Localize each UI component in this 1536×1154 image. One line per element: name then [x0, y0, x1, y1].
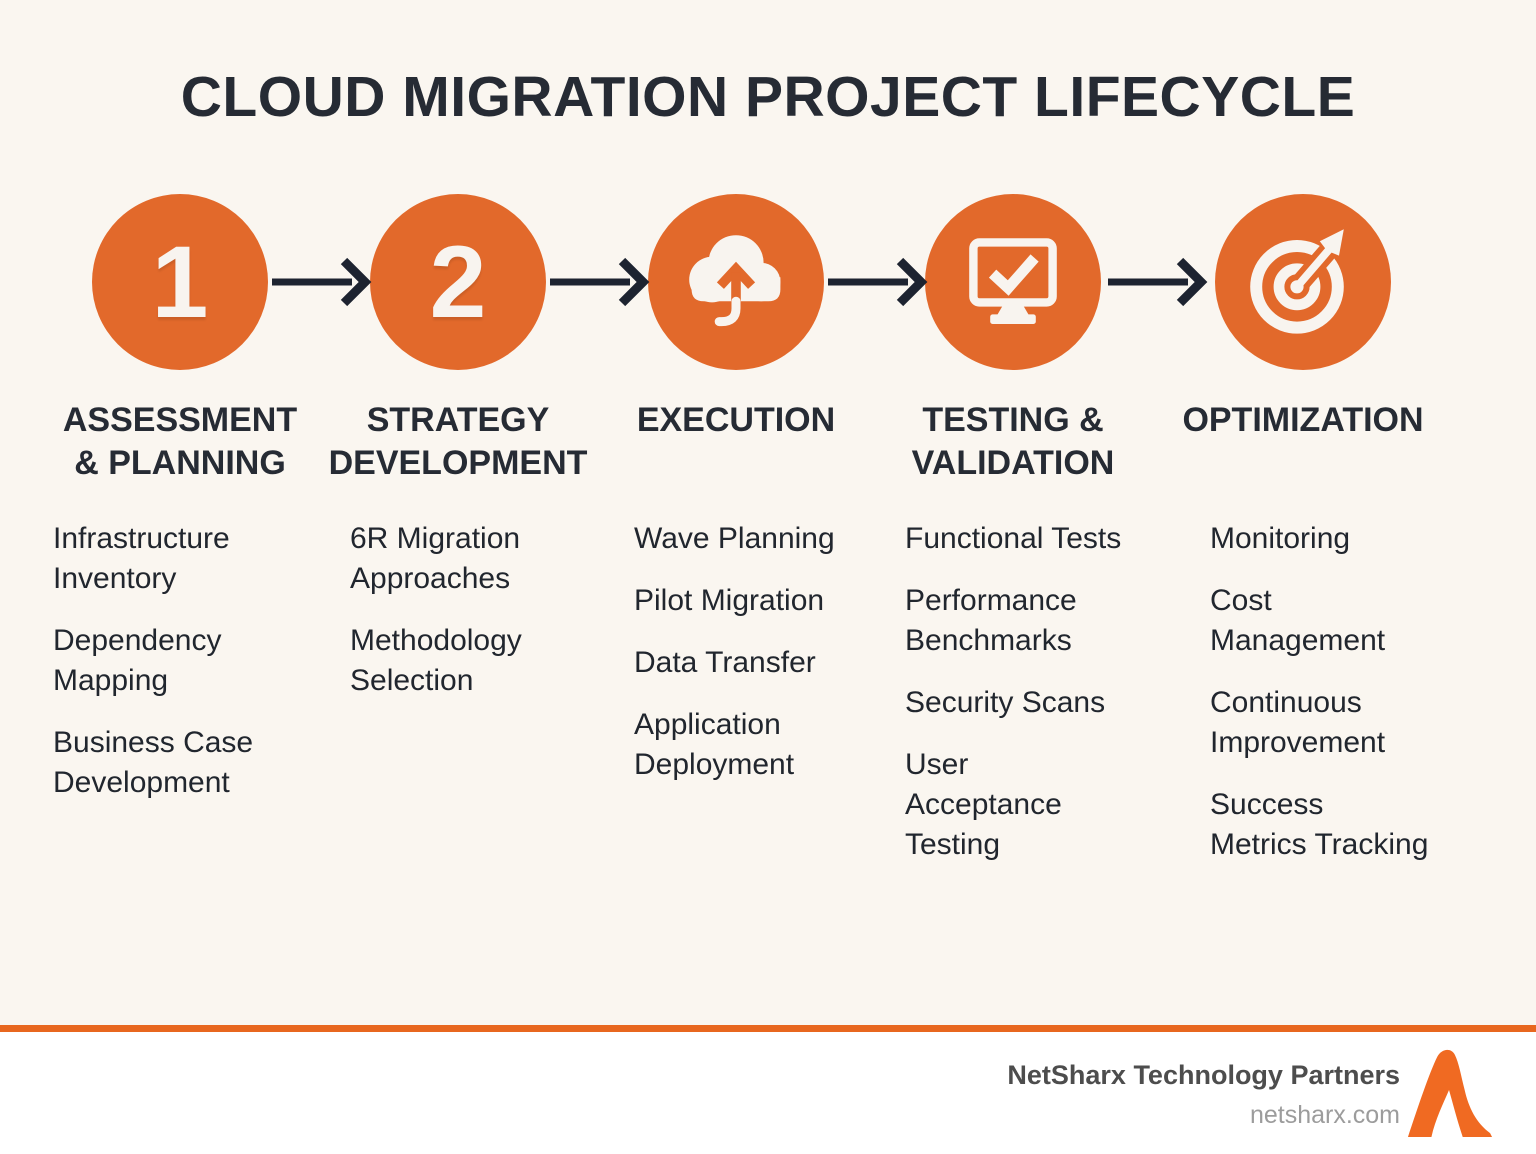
- list-item: User Acceptance Testing: [905, 748, 1062, 861]
- stage-4-title: TESTING & VALIDATION: [911, 401, 1115, 482]
- list-item: Data Transfer: [634, 646, 816, 679]
- page-title: CLOUD MIGRATION PROJECT LIFECYCLE: [180, 65, 1356, 129]
- footer: NetSharx Technology Partners netsharx.co…: [0, 1032, 1536, 1154]
- footer-website: netsharx.com: [1249, 1101, 1400, 1129]
- stage-3-title: EXECUTION: [636, 401, 836, 439]
- divider: [0, 1025, 1536, 1032]
- number-1-badge: 1: [151, 225, 209, 339]
- list-item: Application Deployment: [634, 708, 795, 781]
- list-item: Security Scans: [905, 686, 1106, 719]
- netsharx-logo-icon: [1407, 1049, 1493, 1137]
- list-item: Continuous Improvement: [1210, 686, 1386, 759]
- stage-1-list: Infrastructure Inventory Dependency Mapp…: [53, 519, 319, 825]
- monitor-check-icon: [969, 238, 1057, 324]
- number-2-badge: 2: [429, 225, 487, 339]
- list-item: Performance Benchmarks: [905, 584, 1077, 657]
- stage-2-title: STRATEGY DEVELOPMENT: [328, 401, 588, 482]
- list-item: Success Metrics Tracking: [1210, 788, 1429, 861]
- list-item: Monitoring: [1210, 522, 1351, 555]
- stage-2-list: 6R Migration Approaches Methodology Sele…: [350, 519, 616, 723]
- list-item: Business Case Development: [53, 726, 254, 799]
- stage-4-circle: [925, 194, 1101, 370]
- list-item: Wave Planning: [634, 522, 835, 555]
- stage-3-circle: [648, 194, 824, 370]
- list-item: Cost Management: [1210, 584, 1386, 657]
- arrow-2-icon: [550, 257, 650, 307]
- list-item: Functional Tests: [905, 522, 1122, 555]
- list-item: Methodology Selection: [350, 624, 522, 697]
- footer-company-name: NetSharx Technology Partners: [1007, 1060, 1400, 1090]
- arrow-4-icon: [1108, 257, 1208, 307]
- stage-5-title: OPTIMIZATION: [1182, 401, 1424, 439]
- list-item: Dependency Mapping: [53, 624, 222, 697]
- arrow-1-icon: [272, 257, 372, 307]
- stage-4-list: Functional Tests Performance Benchmarks …: [905, 519, 1171, 887]
- cloud-upload-icon: [689, 235, 781, 327]
- list-item: Pilot Migration: [634, 584, 825, 617]
- stage-5-list: Monitoring Cost Management Continuous Im…: [1210, 519, 1476, 887]
- stage-3-list: Wave Planning Pilot Migration Data Trans…: [634, 519, 900, 807]
- list-item: Infrastructure Inventory: [53, 522, 230, 595]
- stage-5-circle: [1215, 194, 1391, 370]
- list-item: 6R Migration Approaches: [350, 522, 521, 595]
- stage-1-title: ASSESSMENT & PLANNING: [62, 401, 298, 482]
- stage-1-circle: 1: [92, 194, 268, 370]
- footer-brand: NetSharx Technology Partners netsharx.co…: [1007, 1060, 1400, 1130]
- arrow-3-icon: [828, 257, 928, 307]
- target-arrow-icon: [1250, 229, 1344, 334]
- stage-2-circle: 2: [370, 194, 546, 370]
